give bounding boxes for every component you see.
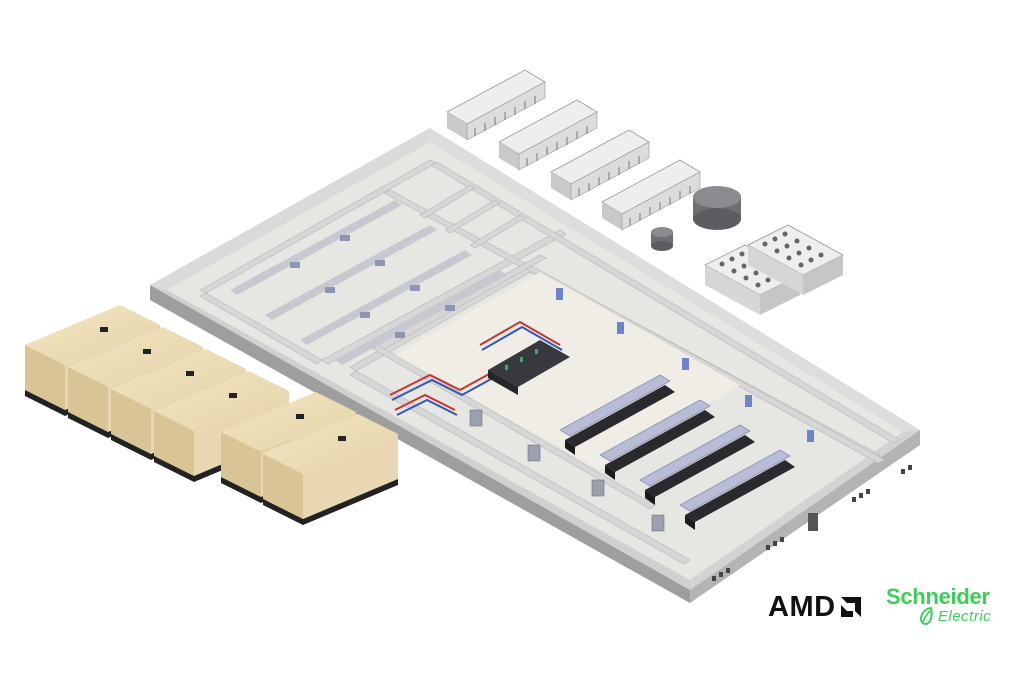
rack-row <box>599 399 715 480</box>
water-tanks <box>651 186 741 251</box>
amd-logo: AMD <box>768 590 863 624</box>
dry-coolers <box>704 224 844 315</box>
interior-doors <box>556 288 814 442</box>
rack-row <box>639 424 755 505</box>
outer-wall-top-left <box>150 285 690 590</box>
chiller <box>601 159 701 231</box>
schneider-electric-logo: Schneider Electric <box>886 584 1012 630</box>
generator <box>263 414 398 525</box>
outer-wall-top-front <box>690 430 920 590</box>
schneider-logo-text: Schneider <box>886 584 990 609</box>
chiller <box>550 129 650 201</box>
amd-arrow-icon <box>840 597 861 617</box>
rack-row <box>679 449 795 530</box>
rack-rows <box>559 374 795 530</box>
outer-wall-top-right <box>430 128 920 432</box>
electric-logo-text: Electric <box>938 608 992 625</box>
rack-row <box>559 374 675 455</box>
schneider-leaf-icon <box>919 606 933 626</box>
interior-walls <box>199 159 901 565</box>
chiller <box>446 69 546 141</box>
outer-wall-top-back <box>150 128 430 290</box>
outer-wall-left-face <box>150 285 690 603</box>
exterior-door <box>808 513 818 531</box>
exterior-vents <box>712 465 912 581</box>
electrical-cabinets <box>469 409 665 532</box>
generators <box>25 305 398 525</box>
chillers <box>446 69 701 231</box>
cooling-distribution-units <box>488 340 570 395</box>
dry-cooler <box>747 224 844 295</box>
chiller <box>498 99 598 171</box>
amd-logo-text: AMD <box>768 590 836 623</box>
outer-wall-right-face <box>690 430 920 603</box>
white-space-floor <box>395 272 740 470</box>
electrical-corridors <box>230 200 507 365</box>
